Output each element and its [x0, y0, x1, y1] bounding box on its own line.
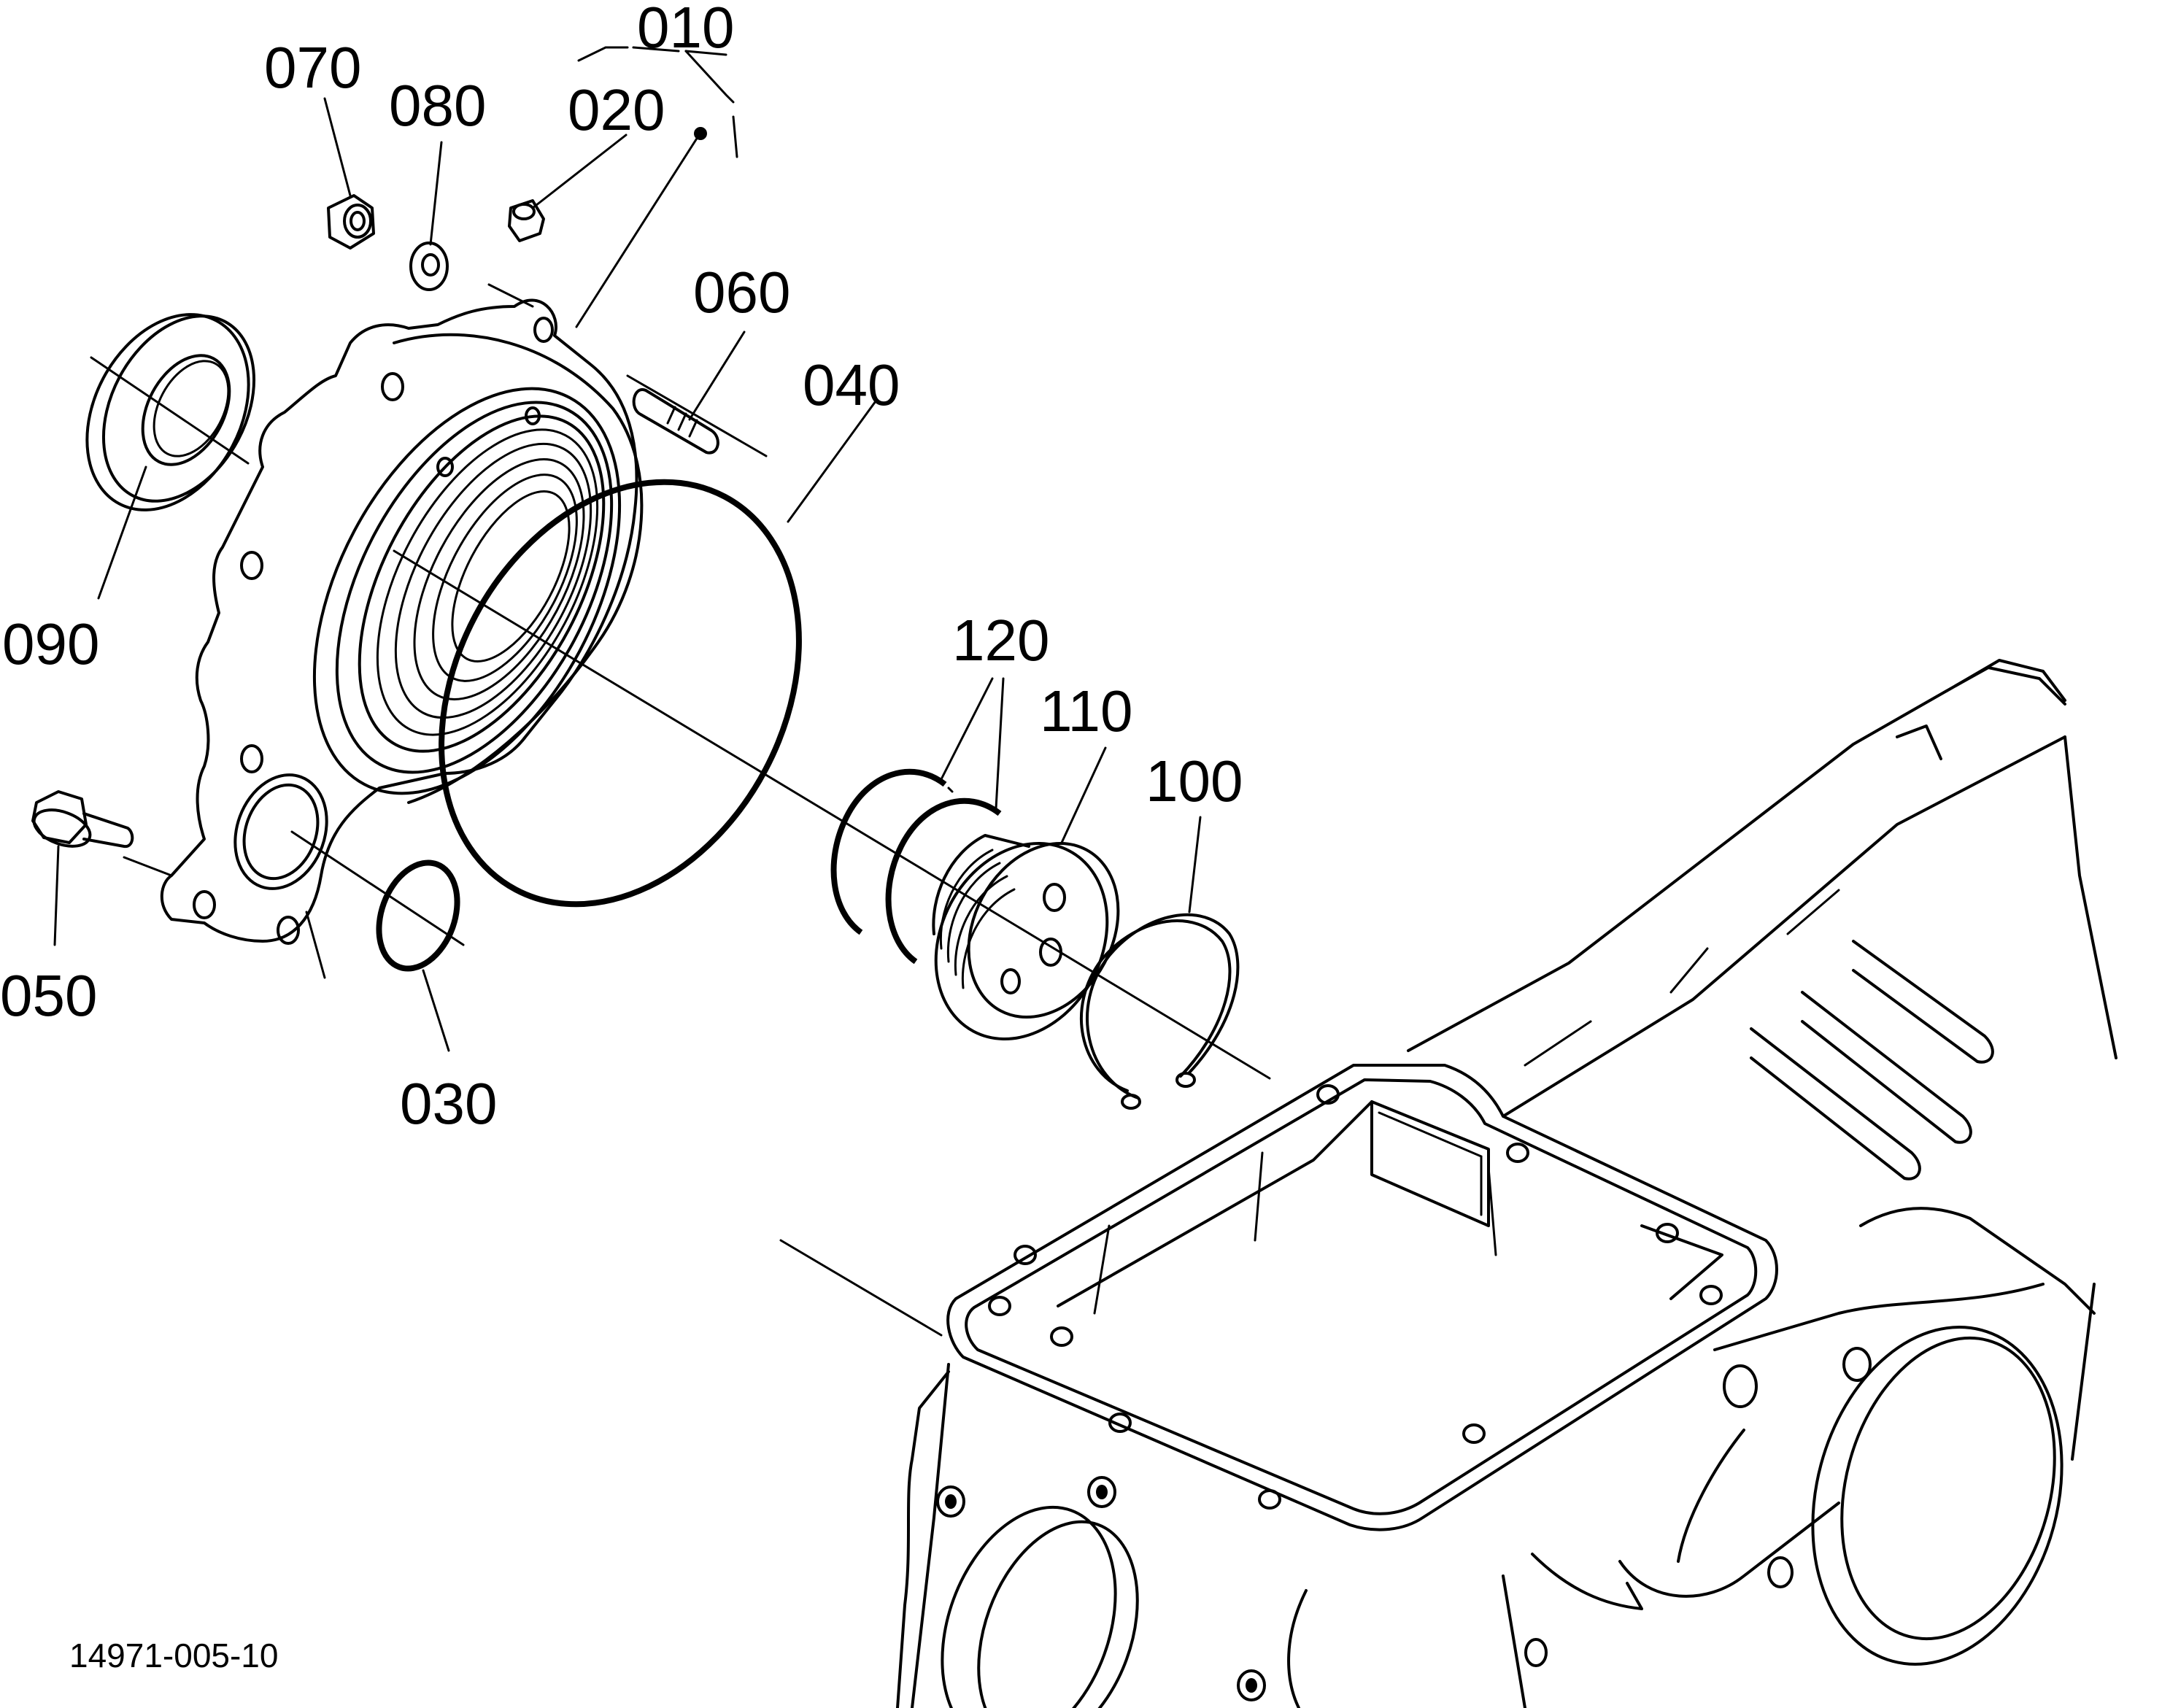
- center-axis-lines: [90, 283, 1271, 1337]
- callout-080: 080: [389, 73, 486, 138]
- threaded-cylinder-110: [932, 834, 1120, 1040]
- callout-060: 060: [693, 260, 790, 325]
- stud-bolt-060: [632, 388, 719, 455]
- callout-110: 110: [1040, 679, 1133, 743]
- callout-100: 100: [1146, 749, 1243, 814]
- plug-020: [508, 199, 545, 242]
- callout-120: 120: [952, 608, 1049, 673]
- callout-050: 050: [0, 963, 97, 1028]
- leader-lines: [53, 46, 1202, 1052]
- flange-bolt-050: [31, 790, 134, 849]
- housing-cover-010: [160, 298, 644, 945]
- callout-020: 020: [568, 77, 665, 142]
- diagram-reference-number: 14971-005-10: [69, 1636, 278, 1674]
- o-ring-040: [439, 479, 802, 908]
- oil-seal-090: [85, 313, 256, 511]
- callout-040: 040: [803, 352, 900, 417]
- o-ring-030: [376, 859, 460, 972]
- callout-010: 010: [637, 0, 734, 60]
- snap-ring-100: [1079, 913, 1240, 1110]
- callout-090: 090: [2, 611, 99, 676]
- seal-rings-120: [830, 768, 1002, 965]
- washer-080: [409, 241, 449, 291]
- callout-030: 030: [400, 1071, 497, 1136]
- callout-070: 070: [264, 35, 361, 100]
- nut-070: [327, 194, 375, 250]
- callout-labels: 010 070 080 020 060 040 090 120 110 100 …: [0, 0, 1243, 1136]
- transmission-case: [896, 659, 2117, 1708]
